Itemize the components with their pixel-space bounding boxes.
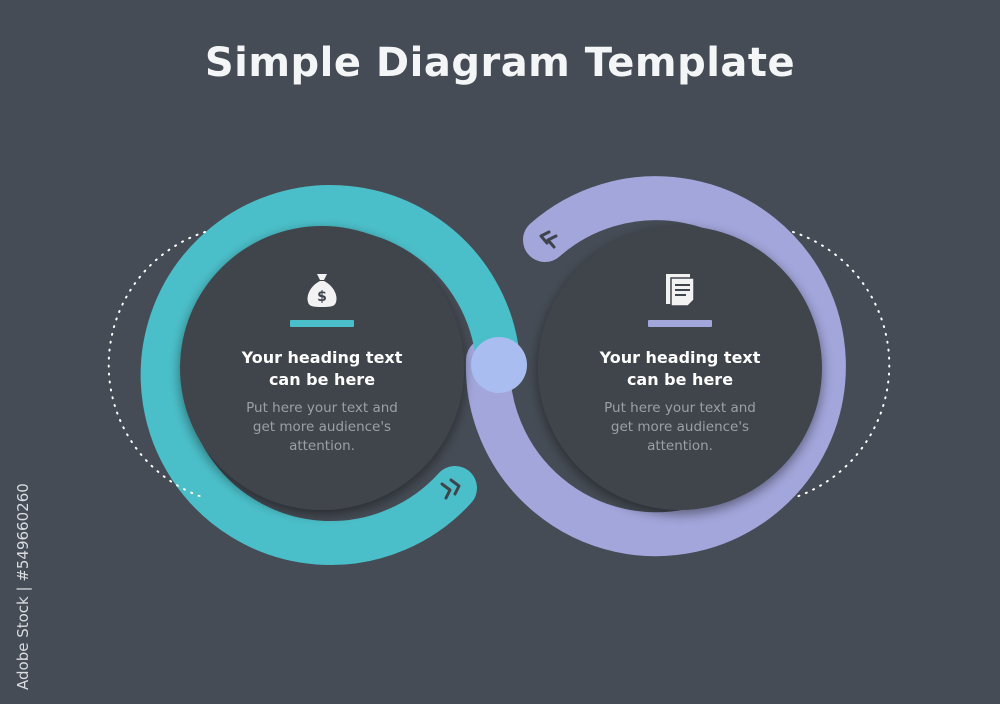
left-heading-line1: Your heading text	[241, 348, 403, 367]
left-accent-bar	[290, 320, 354, 327]
svg-text:$: $	[317, 289, 327, 305]
right-dotted-arc	[792, 231, 891, 499]
left-ring	[140, 185, 520, 566]
stock-watermark-text: Adobe Stock | #549660260	[14, 483, 32, 690]
right-block: Your heading text can be here Put here y…	[560, 270, 800, 456]
right-heading-line2: can be here	[626, 370, 734, 389]
right-desc-line2: get more audience's	[610, 419, 750, 435]
right-inner-circle	[538, 226, 822, 510]
stock-watermark: Adobe Stock | #549660260	[14, 460, 34, 690]
right-heading: Your heading text can be here	[560, 347, 800, 391]
page-title: Simple Diagram Template	[204, 40, 796, 86]
right-desc-line3: attention.	[647, 438, 713, 454]
left-block: $ Your heading text can be here Put here…	[202, 270, 442, 456]
left-dotted-arc	[107, 231, 206, 499]
left-chevron-icon	[440, 478, 461, 500]
right-ring	[465, 176, 846, 557]
right-desc-line1: Put here your text and	[604, 400, 756, 416]
left-desc-line2: get more audience's	[252, 419, 392, 435]
right-accent-bar	[648, 320, 712, 327]
money-bag-icon: $	[302, 270, 342, 310]
right-description: Put here your text and get more audience…	[585, 399, 775, 456]
right-chevron-icon	[539, 230, 558, 249]
left-heading-line2: can be here	[268, 370, 376, 389]
center-connector-dot	[471, 337, 527, 393]
left-inner-circle	[180, 226, 464, 510]
left-description: Put here your text and get more audience…	[227, 399, 417, 456]
right-heading-line1: Your heading text	[599, 348, 761, 367]
left-heading: Your heading text can be here	[202, 347, 442, 391]
document-icon	[660, 270, 700, 310]
left-desc-line3: attention.	[289, 438, 355, 454]
left-desc-line1: Put here your text and	[246, 400, 398, 416]
